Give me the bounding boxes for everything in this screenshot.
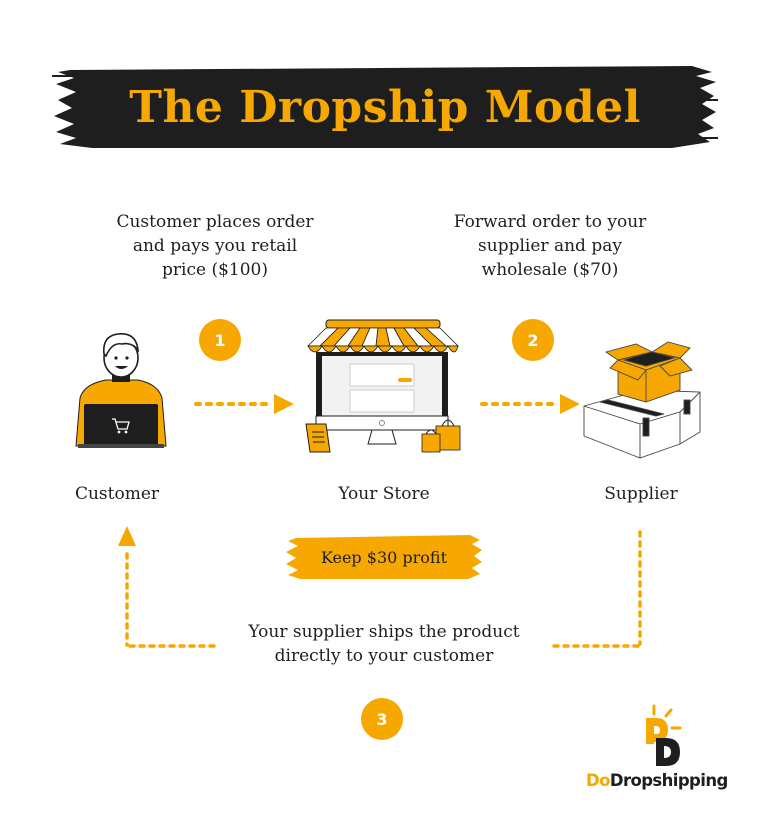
storefront-monitor-icon bbox=[298, 316, 466, 456]
brush-stroke-background bbox=[286, 535, 482, 579]
stacked-boxes-icon bbox=[580, 340, 704, 460]
caption-line: and pays you retail bbox=[132, 236, 298, 256]
profit-text: Keep $30 profit bbox=[320, 547, 448, 567]
node-label-supplier: Supplier bbox=[604, 484, 678, 504]
node-label-customer: Customer bbox=[74, 484, 160, 504]
caption-line: Your supplier ships the product bbox=[248, 622, 520, 642]
caption-line: price ($100) bbox=[162, 260, 268, 280]
caption-line: Customer places order bbox=[116, 212, 314, 232]
caption-line: directly to your customer bbox=[274, 646, 494, 666]
page-title: The Dropship Model bbox=[129, 81, 641, 133]
brush-stroke-background bbox=[52, 66, 718, 148]
title-banner: The Dropship Model bbox=[52, 64, 718, 150]
logo-wordmark: DoDropshipping bbox=[586, 771, 736, 790]
dodropshipping-logo-icon bbox=[640, 704, 688, 768]
arrow-store-to-supplier bbox=[478, 392, 582, 416]
step-3-caption: Your supplier ships the product directly… bbox=[214, 620, 554, 668]
step-3-badge: 3 bbox=[361, 698, 403, 740]
caption-line: supplier and pay bbox=[478, 236, 622, 256]
logo-prefix: Do bbox=[586, 771, 610, 790]
caption-line: Forward order to your bbox=[453, 212, 647, 232]
step-1-caption: Customer places order and pays you retai… bbox=[90, 210, 340, 282]
logo-suffix: Dropshipping bbox=[609, 771, 728, 790]
person-with-laptop-icon bbox=[66, 328, 176, 450]
node-label-store: Your Store bbox=[338, 484, 430, 504]
arrow-supplier-to-customer bbox=[110, 520, 660, 660]
arrow-customer-to-store bbox=[192, 392, 296, 416]
step-2-caption: Forward order to your supplier and pay w… bbox=[420, 210, 680, 282]
step-2-badge: 2 bbox=[512, 319, 554, 361]
step-1-badge: 1 bbox=[199, 319, 241, 361]
caption-line: wholesale ($70) bbox=[481, 260, 619, 280]
profit-badge: Keep $30 profit bbox=[284, 532, 484, 582]
